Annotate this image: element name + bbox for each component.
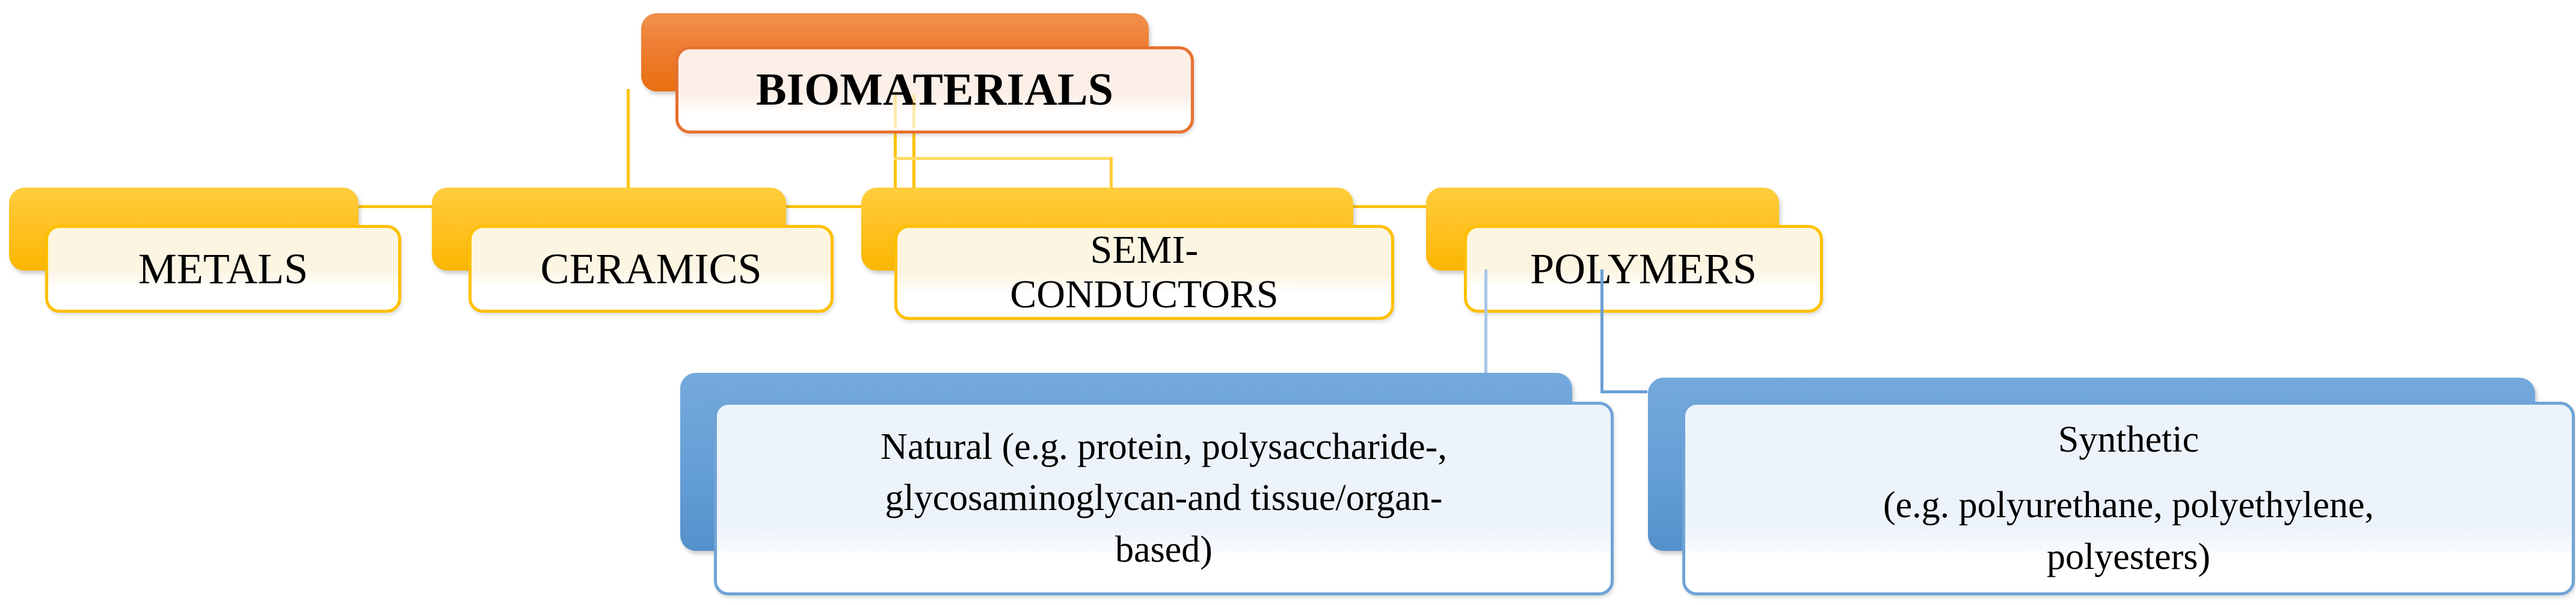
connector-branch-drop bbox=[1110, 157, 1113, 189]
node-semiconductors: SEMI- CONDUCTORS bbox=[894, 225, 1394, 320]
connector-metals-ceramics bbox=[358, 205, 432, 208]
connector-branch-horizontal bbox=[894, 157, 1113, 160]
node-semiconductors-label-line1: SEMI- bbox=[1090, 228, 1199, 272]
connector-ceramics-semiconductors bbox=[786, 205, 861, 208]
connector-polymers-natural bbox=[1484, 269, 1487, 374]
node-polymers-label: POLYMERS bbox=[1530, 244, 1757, 293]
connector-root-drop-1-inner bbox=[894, 95, 897, 127]
connector-root-to-ceramics bbox=[627, 89, 630, 190]
connector-semiconductors-polymers bbox=[1353, 205, 1426, 208]
node-ceramics-label: CERAMICS bbox=[540, 244, 762, 293]
node-natural-label-line2: glycosaminoglycan-and tissue/organ- bbox=[885, 478, 1443, 519]
node-synthetic-label-line1: Synthetic bbox=[2058, 419, 2199, 460]
connector-polymers-synthetic-vertical bbox=[1600, 269, 1603, 393]
node-metals: METALS bbox=[45, 225, 401, 313]
node-ceramics: CERAMICS bbox=[469, 225, 834, 313]
node-biomaterials: BIOMATERIALS bbox=[675, 46, 1194, 134]
node-synthetic-label-line3: polyesters) bbox=[2046, 536, 2211, 577]
node-natural-label-line3: based) bbox=[1115, 529, 1213, 570]
connector-polymers-synthetic-elbow bbox=[1600, 390, 1647, 393]
node-metals-label: METALS bbox=[138, 244, 309, 293]
connector-root-drop-2-inner bbox=[912, 95, 915, 127]
node-natural-label-line1: Natural (e.g. protein, polysaccharide-, bbox=[881, 426, 1447, 467]
node-synthetic-label-line2: (e.g. polyurethane, polyethylene, bbox=[1883, 485, 2375, 526]
node-semiconductors-label-line2: CONDUCTORS bbox=[1010, 272, 1279, 316]
node-polymers: POLYMERS bbox=[1464, 225, 1823, 313]
node-natural: Natural (e.g. protein, polysaccharide-, … bbox=[714, 402, 1614, 595]
node-synthetic: Synthetic (e.g. polyurethane, polyethyle… bbox=[1682, 402, 2575, 595]
node-biomaterials-label: BIOMATERIALS bbox=[755, 64, 1114, 115]
